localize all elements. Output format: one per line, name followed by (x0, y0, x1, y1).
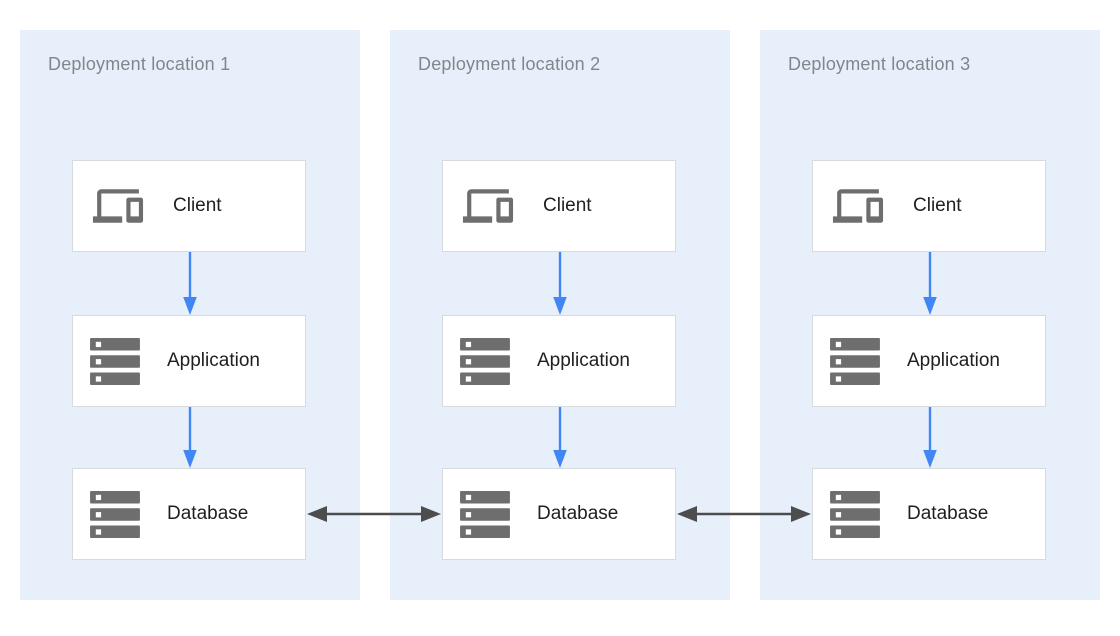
database-node: Database (442, 468, 676, 560)
arrow-client-to-application (552, 252, 568, 315)
arrow-client-to-application (182, 252, 198, 315)
devices-icon (90, 182, 146, 230)
application-node: Application (72, 315, 306, 407)
node-label: Database (537, 503, 619, 524)
client-node: Client (812, 160, 1046, 252)
server-stack-icon (90, 490, 140, 538)
client-node: Client (442, 160, 676, 252)
arrow-client-to-application (922, 252, 938, 315)
devices-icon (460, 182, 516, 230)
panel-title: Deployment location 1 (48, 54, 231, 74)
node-label: Application (167, 350, 260, 371)
panel-title: Deployment location 2 (418, 54, 601, 74)
server-stack-icon (90, 337, 140, 385)
server-stack-icon (830, 337, 880, 385)
deployment-location-3-panel: Deployment location 3 Client Application (760, 30, 1100, 600)
database-node: Database (812, 468, 1046, 560)
server-stack-icon (830, 490, 880, 538)
deployment-location-1-panel: Deployment location 1 Client Application (20, 30, 360, 600)
node-label: Database (167, 503, 249, 524)
node-label: Client (913, 195, 962, 216)
server-stack-icon (460, 490, 510, 538)
application-node: Application (442, 315, 676, 407)
node-label: Client (543, 195, 592, 216)
arrow-application-to-database (552, 407, 568, 468)
devices-icon (830, 182, 886, 230)
node-label: Client (173, 195, 222, 216)
arrow-application-to-database (182, 407, 198, 468)
arrow-application-to-database (922, 407, 938, 468)
server-stack-icon (460, 337, 510, 385)
node-label: Database (907, 503, 989, 524)
database-node: Database (72, 468, 306, 560)
deployment-location-2-panel: Deployment location 2 Client Application (390, 30, 730, 600)
panel-title: Deployment location 3 (788, 54, 971, 74)
arrow-database1-database2-bidirectional (306, 503, 442, 525)
arrow-database2-database3-bidirectional (676, 503, 812, 525)
client-node: Client (72, 160, 306, 252)
node-label: Application (537, 350, 630, 371)
application-node: Application (812, 315, 1046, 407)
node-label: Application (907, 350, 1000, 371)
